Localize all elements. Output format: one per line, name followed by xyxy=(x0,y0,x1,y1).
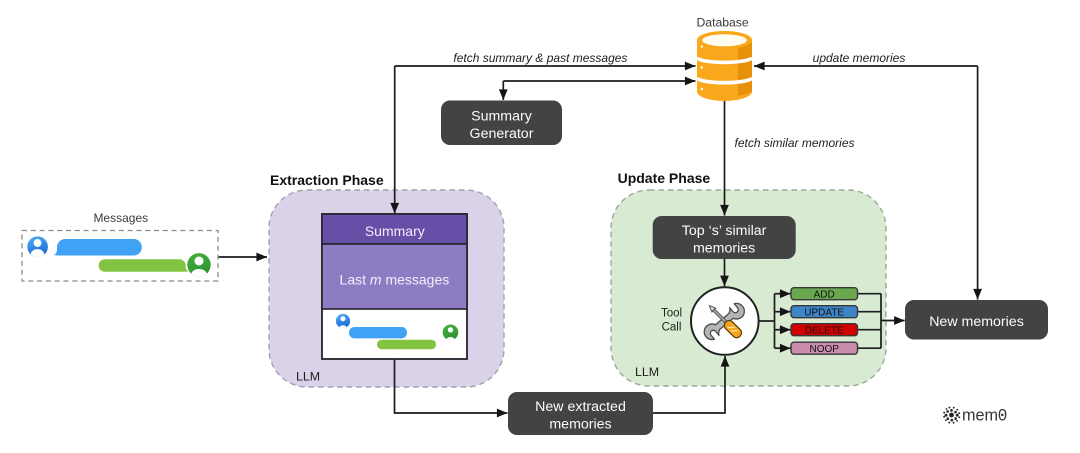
svg-text:memories: memories xyxy=(693,241,755,257)
svg-text:Update Phase: Update Phase xyxy=(618,170,711,186)
svg-text:Messages: Messages xyxy=(93,211,148,225)
svg-text:update memories: update memories xyxy=(813,51,906,65)
svg-text:LLM: LLM xyxy=(296,370,320,384)
svg-text:fetch similar memories: fetch similar memories xyxy=(734,136,854,150)
svg-text:Summary: Summary xyxy=(365,223,425,239)
svg-text:Last m messages: Last m messages xyxy=(340,271,450,287)
svg-text:Tool: Tool xyxy=(661,308,682,320)
svg-text:Database: Database xyxy=(697,16,749,30)
svg-text:fetch summary & past messages: fetch summary & past messages xyxy=(453,51,627,65)
svg-text:DELETE: DELETE xyxy=(805,325,844,336)
svg-text:NOOP: NOOP xyxy=(809,344,839,355)
svg-text:Top ‘s’ similar: Top ‘s’ similar xyxy=(682,223,767,239)
svg-text:Generator: Generator xyxy=(470,126,534,142)
svg-text:Summary: Summary xyxy=(471,108,533,124)
svg-text:memories: memories xyxy=(549,417,611,433)
svg-text:mem0: mem0 xyxy=(962,406,1007,424)
svg-text:LLM: LLM xyxy=(635,365,659,379)
svg-text:Extraction Phase: Extraction Phase xyxy=(270,172,384,188)
svg-text:UPDATE: UPDATE xyxy=(804,307,844,318)
svg-text:Call: Call xyxy=(662,322,682,334)
svg-text:New extracted: New extracted xyxy=(535,399,626,415)
svg-text:New memories: New memories xyxy=(929,314,1024,330)
svg-text:ADD: ADD xyxy=(814,289,835,300)
